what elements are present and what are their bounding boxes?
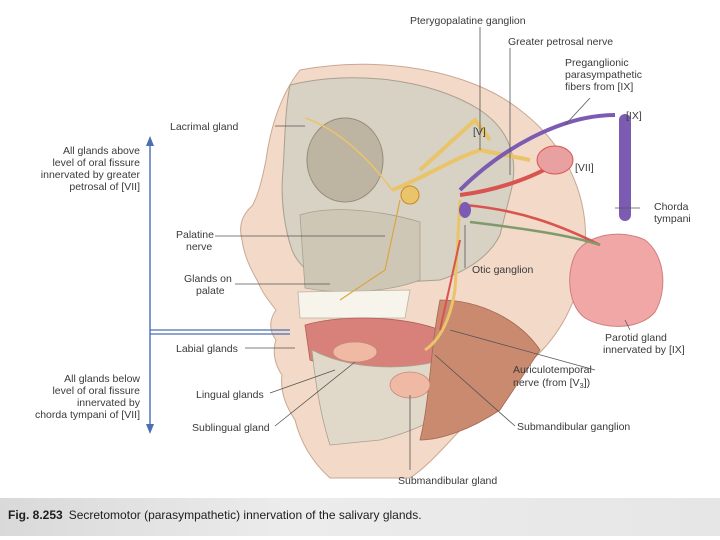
label-auriculo-2: nerve (from [V3]) — [513, 377, 590, 390]
submandibular-gland-shape — [389, 371, 431, 399]
chorda-path — [464, 203, 601, 247]
lingual-nerve-path — [424, 199, 462, 352]
palatine-branch — [339, 199, 401, 301]
level-bracket — [146, 136, 290, 434]
label-above-1: All glands above — [63, 145, 140, 157]
label-above-2: level of oral fissure — [52, 157, 140, 169]
sublingual-gland-shape — [332, 341, 378, 363]
label-above-3: innervated by greater — [41, 169, 141, 181]
label-preganglionic-1: Preganglionic — [565, 57, 629, 69]
caption-text: Secretomotor (parasympathetic) innervati… — [68, 508, 422, 522]
label-vii: [VII] — [575, 162, 594, 174]
pterygopalatine-ganglion-shape — [400, 185, 420, 205]
neck-muscles — [419, 299, 541, 441]
label-glands-palate-2: palate — [196, 285, 225, 297]
chorda-green-path — [469, 220, 601, 247]
label-preganglionic-2: parasympathetic — [565, 69, 642, 81]
parotid-gland-shape — [569, 233, 664, 327]
label-palatine-1: Palatine — [176, 229, 214, 241]
label-otic-ganglion: Otic ganglion — [472, 264, 533, 276]
label-submandibular-gland: Submandibular gland — [398, 475, 497, 487]
maxilla — [299, 209, 421, 293]
vii-bulb — [536, 145, 574, 175]
labels: Pterygopalatine ganglion Greater petrosa… — [35, 15, 691, 487]
upper-teeth — [297, 289, 411, 319]
label-ix: [IX] — [626, 110, 642, 122]
figure-number: Fig. 8.253 — [8, 508, 63, 522]
label-parotid-1: Parotid gland — [605, 332, 667, 344]
ix-path — [458, 113, 616, 192]
label-preganglionic-3: fibers from [IX] — [565, 81, 633, 93]
label-below-3: innervated by — [77, 397, 141, 409]
label-chorda-2: tympani — [654, 213, 691, 225]
caption-bar: Fig. 8.253 Secretomotor (parasympathetic)… — [0, 498, 720, 536]
otic-ganglion-shape — [459, 202, 471, 218]
figure-caption: Fig. 8.253 Secretomotor (parasympathetic)… — [8, 508, 422, 522]
label-below-4: chorda tympani of [VII] — [35, 409, 140, 421]
label-palatine-2: nerve — [186, 241, 212, 253]
lacrimal-branch — [304, 117, 393, 191]
label-above-4: petrosal of [VII] — [69, 181, 140, 193]
orbit — [306, 117, 384, 203]
greater-petrosal-path — [391, 147, 531, 192]
label-lacrimal-gland: Lacrimal gland — [170, 121, 238, 133]
label-chorda-1: Chorda — [654, 201, 689, 213]
label-lingual-glands: Lingual glands — [196, 389, 264, 401]
label-submandibular-ganglion: Submandibular ganglion — [517, 421, 630, 433]
label-below-2: level of oral fissure — [52, 385, 140, 397]
leader-lines — [215, 27, 640, 470]
label-parotid-2: innervated by [IX] — [603, 344, 685, 356]
label-v: [V] — [473, 126, 486, 138]
auriculo-path — [439, 239, 461, 331]
label-auriculo-1: Auriculotemporal — [513, 364, 592, 376]
label-sublingual-gland: Sublingual gland — [192, 422, 270, 434]
head-illustration — [240, 63, 664, 479]
label-below-1: All glands below — [64, 373, 140, 385]
v-nerve-path — [418, 117, 492, 172]
label-greater-petrosal-nerve: Greater petrosal nerve — [508, 36, 613, 48]
label-glands-palate-1: Glands on — [184, 273, 232, 285]
label-labial-glands: Labial glands — [176, 343, 238, 355]
label-pterygopalatine-ganglion: Pterygopalatine ganglion — [410, 15, 526, 27]
